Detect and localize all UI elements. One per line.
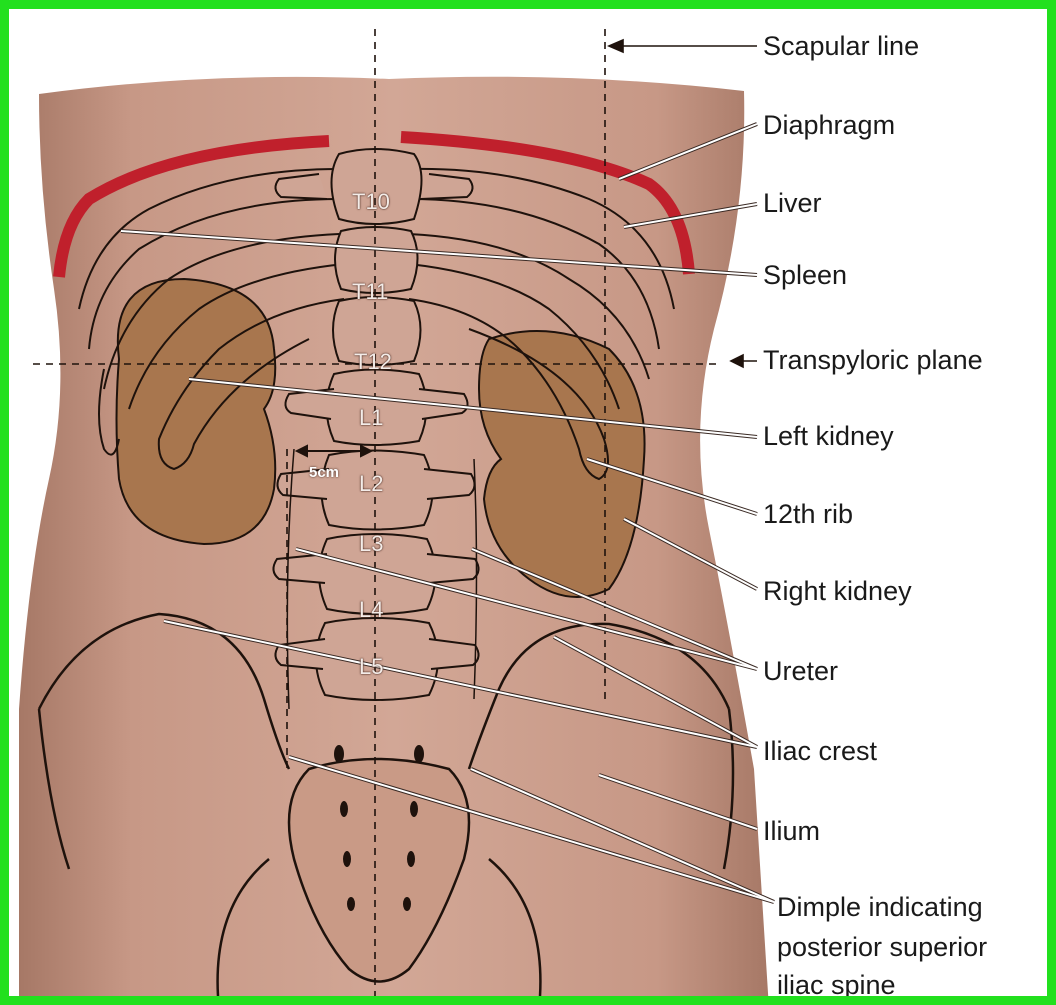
label-liver: Liver [763, 187, 822, 219]
vertebra-label-l1: L1 [359, 405, 383, 431]
vertebra-label-l3: L3 [359, 531, 383, 557]
label-right-kidney: Right kidney [763, 575, 912, 607]
label-dimple-line-3: iliac spine [777, 969, 896, 1001]
label-transpyloric-plane: Transpyloric plane [763, 344, 983, 376]
label-spleen: Spleen [763, 259, 847, 291]
label-ilium: Ilium [763, 815, 820, 847]
back-anatomy-illustration [9, 9, 1056, 1005]
vertebra-label-l5: L5 [359, 654, 383, 680]
vertebra-label-l4: L4 [359, 597, 383, 623]
measurement-label: 5cm [309, 464, 339, 481]
label-iliac-crest: Iliac crest [763, 735, 877, 767]
vertebra-label-t12: T12 [354, 349, 392, 375]
vertebra-label-t10: T10 [352, 189, 390, 215]
label-diaphragm: Diaphragm [763, 109, 895, 141]
label-12th-rib: 12th rib [763, 498, 853, 530]
right-side-kidney-shape [117, 279, 276, 544]
vertebra-label-t11: T11 [352, 279, 388, 305]
label-left-kidney: Left kidney [763, 420, 894, 452]
label-ureter: Ureter [763, 655, 838, 687]
label-dimple-line-2: posterior superior [777, 931, 987, 963]
vertebra-label-l2: L2 [359, 471, 383, 497]
label-scapular-line: Scapular line [763, 30, 919, 62]
label-dimple-line-1: Dimple indicating [777, 891, 983, 923]
